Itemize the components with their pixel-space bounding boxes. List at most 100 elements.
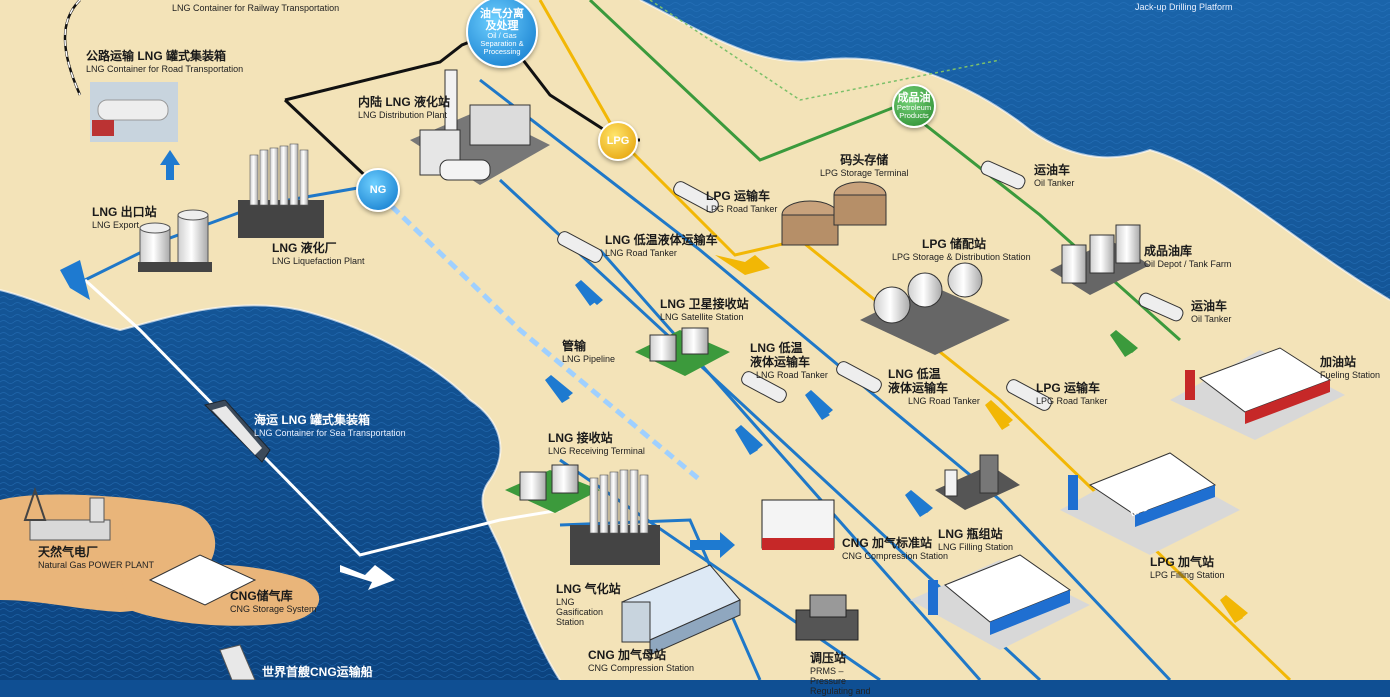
label-lng-export: LNG 出口站 LNG Export	[92, 205, 157, 230]
label-receiving-en: LNG Receiving Terminal	[548, 445, 645, 456]
label-lpg-storage: LPG 储配站 LPG Storage & Distribution Stati…	[892, 237, 1031, 262]
label-liquefaction-en: LNG Liquefaction Plant	[272, 255, 365, 266]
lpg-spheres	[860, 262, 1010, 355]
label-distribution-plant-en: LNG Distribution Plant	[358, 109, 448, 120]
label-lpg-tanker-1-zh: LPG 运输车	[706, 189, 771, 203]
road-tankers	[557, 160, 1184, 411]
label-pipeline: 管输 LNG Pipeline	[562, 339, 615, 364]
gasification-station	[570, 469, 660, 565]
label-jackup-en: Jack-up Drilling Platform	[1135, 2, 1233, 12]
label-cng-standard-zh: CNG 加气标准站	[842, 536, 933, 550]
label-cng-mother-en: CNG Compression Station	[588, 662, 695, 673]
label-lng-tanker-3-en: LNG Road Tanker	[908, 395, 980, 406]
label-lng-tanker-2-en: LNG Road Tanker	[756, 369, 828, 380]
label-fueling: 加油站 Fueling Station	[1320, 355, 1380, 380]
arrow-blue	[545, 375, 573, 403]
arrow-blue	[690, 532, 735, 558]
lpg-filling-station	[1060, 452, 1240, 555]
label-lpg-terminal: 码头存储 LPG Storage Terminal	[820, 153, 908, 178]
lpg-arrows	[715, 255, 1248, 623]
railway-curve	[63, 0, 82, 96]
label-oil-tanker-2: 运油车 Oil Tanker	[1191, 299, 1231, 324]
tanker	[1138, 292, 1184, 322]
badge-lpg-text: LPG	[606, 134, 630, 147]
receiving-terminal	[505, 464, 600, 513]
label-satellite-en: LNG Satellite Station	[660, 311, 744, 322]
label-sea-container: 海运 LNG 罐式集装箱 LNG Container for Sea Trans…	[254, 413, 406, 438]
label-liquefaction-zh: LNG 液化厂	[272, 241, 337, 255]
lng-distribution-plant	[410, 69, 550, 185]
label-cng-mother: CNG 加气母站 CNG Compression Station	[588, 648, 695, 673]
tanker	[741, 371, 787, 403]
label-lpg-storage-zh: LPG 储配站	[922, 237, 987, 251]
arrow-yellow	[985, 400, 1013, 430]
lpg-line	[538, 0, 1292, 680]
arrow-blue	[160, 150, 180, 180]
label-lng-export-en: LNG Export	[92, 219, 140, 230]
oil-depot-tanks	[1050, 224, 1150, 295]
arrow-blue	[735, 425, 763, 455]
lpg-terminal-tanks	[781, 181, 887, 246]
label-power-plant-zh: 天然气电厂	[38, 545, 99, 559]
label-power-plant: 天然气电厂 Natural Gas POWER PLANT	[38, 545, 154, 570]
label-satellite: LNG 卫星接收站 LNG Satellite Station	[660, 297, 749, 322]
label-cng-storage-en: CNG Storage System	[230, 603, 317, 614]
label-lng-filling: LNG 瓶组站 LNG Filling Station	[938, 527, 1013, 552]
label-lng-tanker-3: LNG 低温 液体运输车 LNG Road Tanker	[888, 367, 980, 406]
label-sea-container-zh: 海运 LNG 罐式集装箱	[254, 413, 370, 427]
label-lpg-tanker-1-en: LPG Road Tanker	[706, 203, 778, 214]
lcng-station	[910, 554, 1090, 650]
shoreline	[0, 289, 561, 680]
arrow-blue	[805, 390, 833, 420]
label-fueling-zh: 加油站	[1320, 355, 1357, 369]
tanker	[1006, 379, 1052, 411]
shoreline-top	[639, 0, 1390, 301]
fueling-station	[1170, 347, 1345, 440]
label-lng-filling-zh: LNG 瓶组站	[938, 527, 1003, 541]
label-lpg-terminal-zh: 码头存储	[840, 153, 889, 167]
tanker	[557, 231, 603, 263]
arrow-white	[340, 565, 395, 590]
label-satellite-zh: LNG 卫星接收站	[660, 297, 749, 311]
label-oil-tanker-1-en: Oil Tanker	[1034, 177, 1075, 188]
road-container-image	[90, 82, 178, 142]
badge-ng: NG	[356, 168, 400, 212]
ng-line-diag-3	[598, 249, 982, 680]
badge-petroleum-en: Petroleum Products	[896, 103, 932, 121]
prms-station	[795, 594, 859, 641]
label-lpg-filling: LPG 加气站 LPG Filling Station	[1150, 555, 1225, 580]
badge-oil-gas-zh: 油气分离 及处理	[480, 8, 524, 33]
label-prms: 调压站 PRMS – Pressure Regulating and	[810, 651, 880, 697]
label-rail: LNG Container for Railway Transportation	[172, 3, 339, 13]
label-lng-tanker-1: LNG 低温液体运输车 LNG Road Tanker	[605, 233, 718, 258]
label-gasification-zh: LNG 气化站	[556, 582, 621, 596]
label-prms-en: PRMS – Pressure Regulating and	[810, 665, 871, 697]
label-oil-tanker-2-zh: 运油车	[1191, 299, 1228, 313]
label-ship-zh: 世界首艘CNG运输船	[262, 665, 373, 679]
label-lpg-filling-en: LPG Filling Station	[1150, 569, 1225, 580]
badge-lpg: LPG	[598, 121, 638, 161]
label-lng-tanker-2-zh: LNG 低温 液体运输车	[750, 341, 811, 369]
label-lpg-tanker-1: LPG 运输车 LPG Road Tanker	[706, 189, 778, 214]
label-distribution-plant-zh: 内陆 LNG 液化站	[358, 95, 450, 109]
label-lpg-tanker-2-zh: LPG 运输车	[1036, 381, 1101, 395]
badge-oil-gas: 油气分离 及处理 Oil / Gas Separation & Processi…	[466, 0, 538, 68]
arrow-blue	[575, 280, 603, 306]
label-cng-storage: CNG储气库 CNG Storage System	[230, 589, 317, 614]
label-receiving-zh: LNG 接收站	[548, 431, 613, 445]
label-lpg-tanker-2: LPG 运输车 LPG Road Tanker	[1036, 381, 1108, 406]
label-distribution-plant: 内陆 LNG 液化站 LNG Distribution Plant	[358, 95, 450, 120]
ng-line-export	[84, 183, 376, 282]
badge-petroleum: 成品油 Petroleum Products	[892, 84, 936, 128]
sea-route	[83, 278, 561, 557]
label-cng-standard-en: CNG Compression Station	[842, 550, 949, 561]
label-gasification-en: LNG Gasification Station	[556, 596, 604, 628]
label-lng-tanker-2: LNG 低温 液体运输车 LNG Road Tanker	[750, 341, 828, 380]
label-lng-tanker-3-zh: LNG 低温 液体运输车	[888, 367, 949, 395]
oil-arrows	[1110, 330, 1138, 357]
label-lpg-tanker-2-en: LPG Road Tanker	[1036, 395, 1108, 406]
arrow-blue	[60, 260, 90, 300]
label-gasification: LNG 气化站 LNG Gasification Station	[556, 582, 621, 628]
label-receiving: LNG 接收站 LNG Receiving Terminal	[548, 431, 645, 456]
label-liquefaction: LNG 液化厂 LNG Liquefaction Plant	[272, 241, 365, 266]
